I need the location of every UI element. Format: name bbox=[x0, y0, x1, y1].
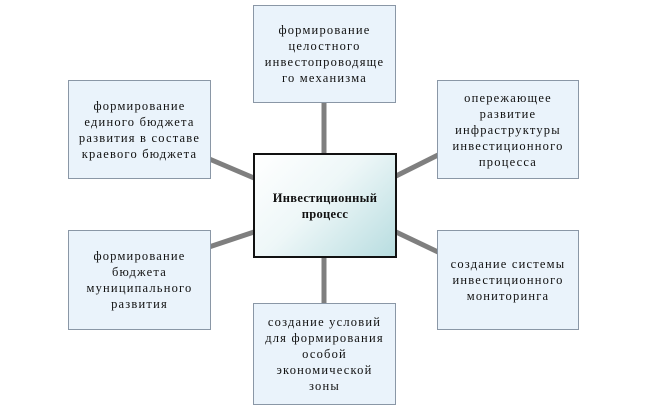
node-top: формирование целостного инвестопроводяще… bbox=[253, 5, 396, 103]
connector-top-right bbox=[394, 152, 440, 179]
node-top-right: опережающее развитие инфраструктуры инве… bbox=[437, 80, 579, 179]
node-bottom-left-label: формирование бюджета муниципального разв… bbox=[86, 249, 193, 311]
connector-bottom-right bbox=[394, 229, 440, 255]
node-top-right-label: опережающее развитие инфраструктуры инве… bbox=[452, 90, 564, 169]
node-top-left: формирование единого бюджета развития в … bbox=[68, 80, 211, 179]
node-center: Инвестиционный процесс bbox=[253, 153, 397, 258]
node-bottom: создание условий для формирования особой… bbox=[253, 303, 396, 405]
node-bottom-right-label: создание системы инвестиционного монитор… bbox=[450, 257, 566, 303]
node-top-label: формирование целостного инвестопроводяще… bbox=[264, 23, 385, 85]
node-bottom-right: создание системы инвестиционного монитор… bbox=[437, 230, 579, 330]
node-bottom-left: формирование бюджета муниципального разв… bbox=[68, 230, 211, 330]
node-bottom-label: создание условий для формирования особой… bbox=[265, 315, 384, 393]
node-top-left-label: формирование единого бюджета развития в … bbox=[78, 98, 201, 161]
node-center-label: Инвестиционный процесс bbox=[272, 190, 378, 221]
